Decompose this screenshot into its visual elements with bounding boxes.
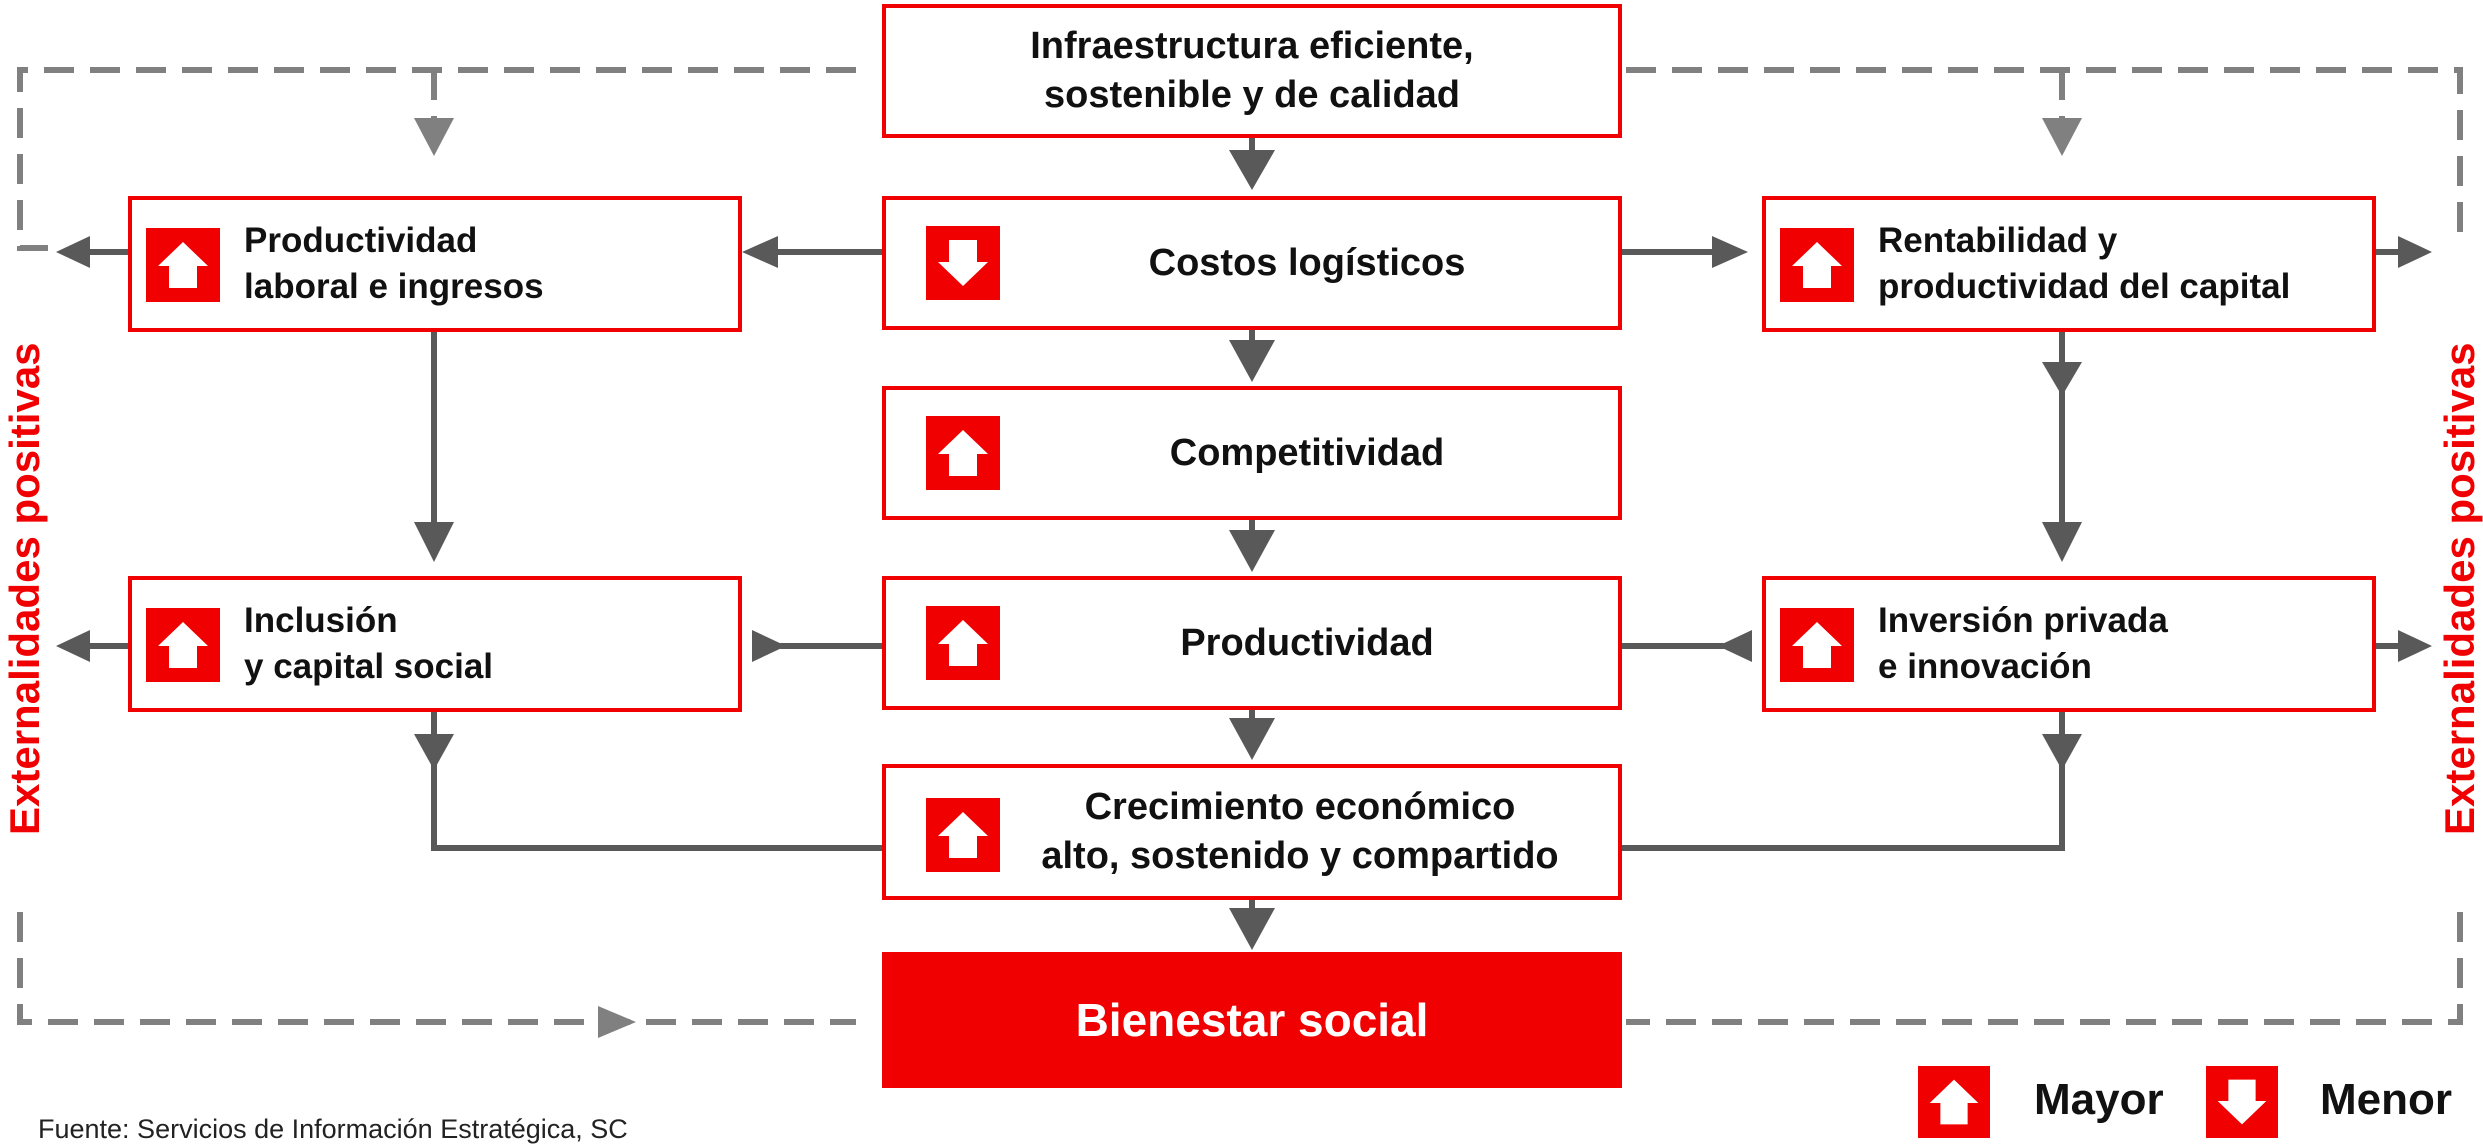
side-label-right: Externalidades positivas (2436, 342, 2483, 835)
arrowhead-left-bottom (414, 734, 454, 770)
arrowhead-competitividad (1229, 340, 1275, 382)
arrow-up-icon (146, 608, 220, 682)
arrowhead-rentabilidad (1712, 236, 1748, 268)
legend-menor: Menor (2320, 1075, 2452, 1124)
arrowhead-inclusion (752, 630, 786, 662)
arrowhead-productividad (1229, 530, 1275, 572)
dashed-loop-bottom-left (17, 912, 856, 1025)
dashed-arrowhead-left (414, 118, 454, 156)
legend-arrow-down-icon (2206, 1066, 2278, 1138)
box-crecimiento-economico: Crecimiento económico alto, sostenido y … (882, 764, 1622, 900)
arrow-up-icon (926, 798, 1000, 872)
arrowhead-bienestar (1229, 908, 1275, 950)
box-rentabilidad: Rentabilidad y productividad del capital (1762, 196, 2376, 332)
arrow-up-icon (146, 228, 220, 302)
connector-inclusion-crecimiento (431, 712, 882, 851)
box-productividad: Productividad (882, 576, 1622, 710)
box-label: Bienestar social (1075, 993, 1429, 1046)
arrow-down-icon (926, 226, 1000, 300)
arrowhead-inversion (1718, 630, 1752, 662)
box-label: Infraestructura eficiente, sostenible y … (1030, 25, 1474, 116)
arrow-up-icon (926, 606, 1000, 680)
legend-arrow-up-icon (1918, 1066, 1990, 1138)
arrow-up-icon (1780, 608, 1854, 682)
connector-inversion-crecimiento (1622, 712, 2065, 851)
box-inclusion: Inclusión y capital social (128, 576, 742, 712)
arrow-up-icon (926, 416, 1000, 490)
box-competitividad: Competitividad (882, 386, 1622, 520)
arrowhead-left-col (414, 522, 454, 562)
arrowhead-right-col (2042, 522, 2082, 562)
arrowhead-prodlaboral (742, 236, 778, 268)
box-label: Competitividad (1169, 431, 1445, 474)
arrowhead-out-left-top (56, 236, 90, 268)
legend-mayor: Mayor (2034, 1075, 2164, 1124)
box-label: Inclusión y capital social (244, 601, 494, 686)
arrowhead-costos (1229, 150, 1275, 190)
dashed-arrowhead-bottom (598, 1006, 636, 1038)
arrowhead-out-right-bottom (2398, 630, 2432, 662)
dashed-loop-top-left (17, 67, 856, 251)
box-label: Rentabilidad y productividad del capital (1878, 221, 2291, 306)
source-note: Fuente: Servicios de Información Estraté… (38, 1114, 628, 1144)
box-infraestructura: Infraestructura eficiente, sostenible y … (882, 4, 1622, 138)
box-label: Productividad (1180, 621, 1434, 664)
arrowhead-out-right-top (2398, 236, 2432, 268)
box-bienestar-social: Bienestar social (882, 952, 1622, 1088)
box-label: Productividad laboral e ingresos (244, 221, 544, 306)
side-label-left: Externalidades positivas (1, 342, 48, 835)
box-label: Crecimiento económico alto, sostenido y … (1041, 786, 1559, 877)
box-label: Costos logísticos (1148, 241, 1466, 284)
box-inversion-privada: Inversión privada e innovación (1762, 576, 2376, 712)
arrow-up-icon (1780, 228, 1854, 302)
box-productividad-laboral: Productividad laboral e ingresos (128, 196, 742, 332)
box-label: Inversión privada e innovación (1878, 601, 2168, 686)
dashed-loop-top-right (1626, 67, 2463, 248)
arrowhead-right-col-mid (2042, 362, 2082, 396)
arrowhead-right-bottom (2042, 734, 2082, 770)
arrowhead-crecimiento (1229, 718, 1275, 760)
box-costos-logisticos: Costos logísticos (882, 196, 1622, 330)
dashed-arrowhead-right (2042, 118, 2082, 156)
dashed-loop-bottom-right (1626, 912, 2463, 1025)
arrowhead-out-left-bottom (56, 630, 90, 662)
